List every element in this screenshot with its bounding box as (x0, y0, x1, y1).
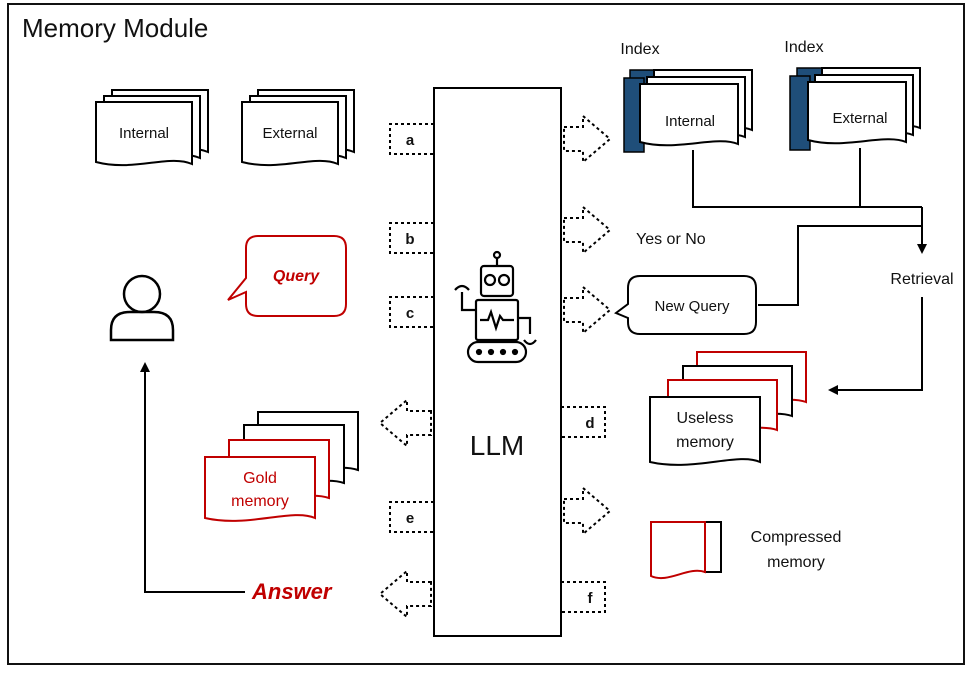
yes-or-no-label: Yes or No (636, 231, 706, 248)
step-c-input: c (389, 296, 434, 328)
user-icon (109, 274, 175, 342)
output-arrow-gold (378, 397, 432, 449)
step-b-label: b (405, 231, 414, 248)
index-internal-heading: Index (620, 41, 659, 58)
useless-memory-stack: Useless memory (649, 351, 807, 466)
external-index-label: External (832, 110, 887, 127)
output-arrow-answer (378, 568, 432, 620)
step-d-label: d (585, 415, 594, 432)
new-query-bubble: New Query (614, 275, 757, 335)
compressed-memory-line1: Compressed (751, 529, 842, 546)
compressed-memory-line2: memory (767, 554, 825, 571)
step-d-input: d (561, 406, 606, 438)
gold-memory-line2: memory (231, 493, 289, 510)
step-e-input: e (389, 501, 434, 533)
useless-memory-line1: Useless (677, 410, 734, 427)
index-external-heading: Index (784, 39, 823, 56)
output-arrow-b (563, 204, 612, 256)
retrieval-label: Retrieval (890, 271, 953, 288)
gold-memory-line1: Gold (243, 470, 277, 487)
step-c-label: c (406, 305, 414, 322)
llm-label: LLM (470, 430, 524, 461)
useless-memory-line2: memory (676, 434, 734, 451)
gold-memory-stack: Gold memory (204, 411, 359, 522)
module-title: Memory Module (22, 13, 208, 43)
output-arrow-c (563, 284, 612, 336)
step-e-label: e (406, 510, 414, 527)
robot-icon (454, 250, 537, 364)
answer-label: Answer (251, 579, 333, 604)
compressed-memory-icon (650, 521, 722, 579)
external-documents: External (241, 89, 355, 167)
query-text: Query (273, 268, 320, 285)
internal-documents: Internal (95, 89, 209, 167)
new-query-to-retrieval-line (758, 225, 922, 306)
internal-index: Internal (623, 69, 753, 153)
query-bubble: Query (227, 235, 347, 317)
step-f-input: f (561, 581, 606, 613)
step-a-input: a (389, 123, 434, 155)
module-frame (7, 3, 965, 665)
external-documents-label: External (262, 125, 317, 142)
retrieval-to-memory-arrow (828, 297, 923, 395)
step-b-input: b (389, 222, 434, 254)
index-to-retrieval-line (692, 148, 922, 208)
step-a-label: a (406, 132, 415, 149)
internal-documents-label: Internal (119, 125, 169, 142)
internal-index-label: Internal (665, 113, 715, 130)
new-query-text: New Query (654, 298, 730, 315)
output-arrow-a (563, 113, 612, 165)
step-f-label: f (588, 590, 594, 607)
external-index: External (789, 67, 921, 151)
answer-to-user-arrow (140, 362, 245, 593)
output-arrow-e (563, 485, 612, 537)
